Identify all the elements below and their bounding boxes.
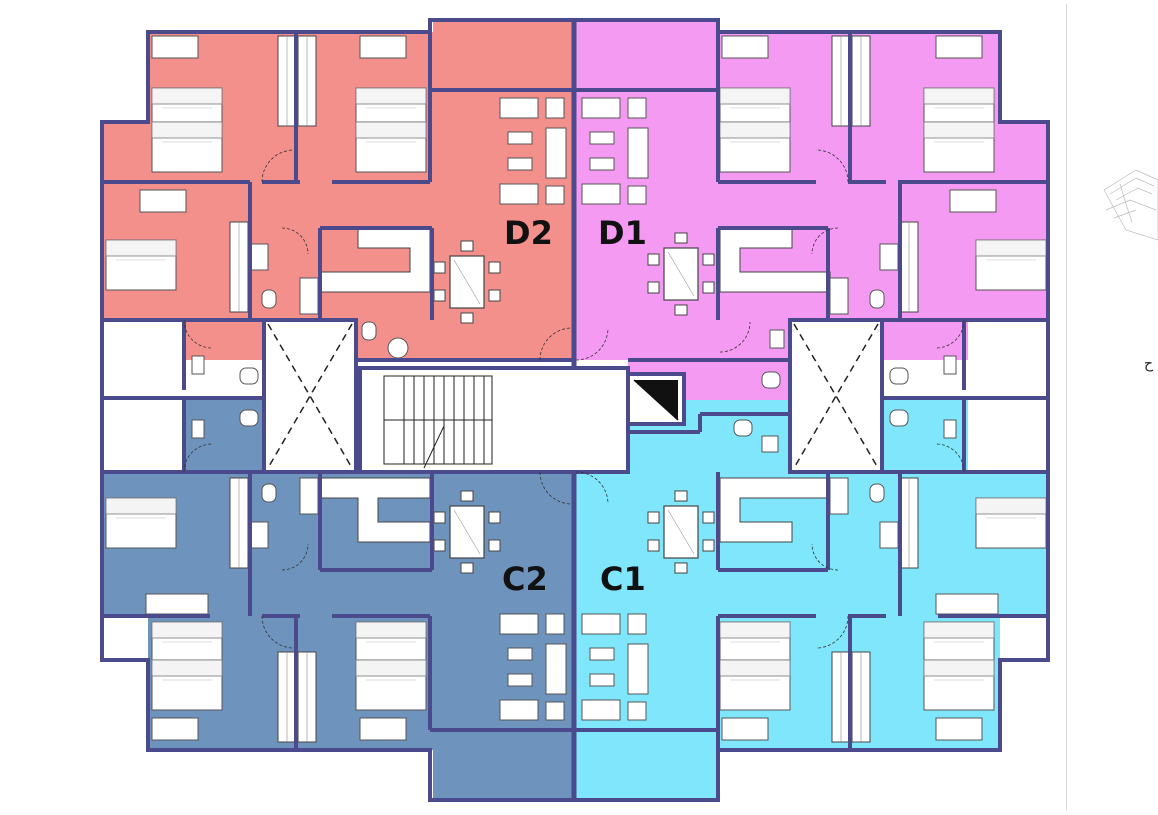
doors — [183, 149, 965, 649]
unit-label-d2: D2 — [504, 214, 553, 252]
site-plan-thumbnail — [1103, 169, 1158, 241]
page-divider — [1066, 4, 1067, 810]
core — [262, 318, 884, 474]
unit-label-c1: C1 — [600, 560, 646, 598]
unit-label-d1: D1 — [598, 214, 647, 252]
side-marker-text: ح — [1144, 356, 1154, 372]
unit-label-c2: C2 — [502, 560, 548, 598]
walls — [100, 18, 1050, 802]
